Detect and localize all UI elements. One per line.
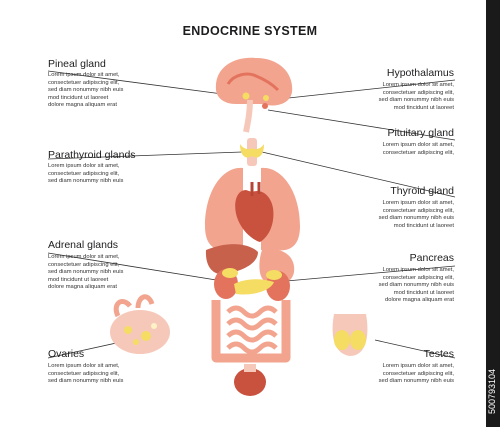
bladder <box>234 368 266 396</box>
desc-testes: Lorem ipsum dolor sit amet, consectetuer… <box>378 363 454 385</box>
desc-thyroid-gland: Lorem ipsum dolor sit amet, consectetuer… <box>378 200 454 229</box>
desc-hypothalamus: Lorem ipsum dolor sit amet, consectetuer… <box>378 82 454 111</box>
label-pituitary-gland: Pituitary gland <box>387 127 454 139</box>
desc-pineal-gland: Lorem ipsum dolor sit amet, consectetuer… <box>48 72 124 109</box>
ovary <box>110 310 170 354</box>
label-testes: Testes <box>423 348 454 360</box>
label-adrenal-glands: Adrenal glands <box>48 239 119 251</box>
testes-leader-line <box>374 339 456 359</box>
right-adrenal-gland <box>266 270 282 280</box>
left-lung <box>205 167 243 251</box>
label-thyroid-gland: Thyroid gland <box>390 185 454 197</box>
brain <box>215 57 293 106</box>
follicle <box>141 331 151 341</box>
adrenal-leader-line <box>47 252 236 284</box>
stock-id: 500793104 <box>487 368 497 414</box>
desc-adrenal-glands: Lorem ipsum dolor sit amet, consectetuer… <box>48 254 124 291</box>
brain-group <box>215 57 293 133</box>
label-pineal-gland: Pineal gland <box>48 58 106 70</box>
label-parathyroid-glands: Parathyroid glands <box>48 149 136 161</box>
pituitary-leader-line <box>267 109 456 141</box>
heart-vessels <box>250 182 261 196</box>
thyroid-leader-line <box>261 151 456 198</box>
fallopian-tube <box>113 294 155 318</box>
desc-pituitary-gland: Lorem ipsum dolor sit amet, consectetuer… <box>382 142 454 156</box>
label-hypothalamus: Hypothalamus <box>386 67 454 79</box>
thyroid-gland <box>240 144 264 158</box>
pineal-gland-mark <box>242 92 250 100</box>
parathyroid-leader-line <box>47 151 243 160</box>
label-pancreas: Pancreas <box>409 252 454 264</box>
hypothalamus-leader-line <box>269 79 456 101</box>
follicle <box>133 339 139 345</box>
right-testis <box>350 330 366 350</box>
label-ovaries: Ovaries <box>48 348 85 360</box>
brain-stem <box>243 99 253 133</box>
pineal-leader-line <box>47 70 231 96</box>
ovaries-group <box>110 294 170 354</box>
hypothalamus-mark <box>263 95 269 101</box>
small-intestine <box>226 305 278 355</box>
right-lung <box>261 167 300 251</box>
left-testis <box>334 330 350 350</box>
page-title: ENDOCRINE SYSTEM <box>182 24 318 38</box>
brain-fold <box>226 72 280 92</box>
desc-pancreas: Lorem ipsum dolor sit amet, consectetuer… <box>378 267 454 304</box>
follicle <box>124 326 132 334</box>
desc-ovaries: Lorem ipsum dolor sit amet, consectetuer… <box>48 363 124 385</box>
large-intestine <box>211 300 291 363</box>
left-adrenal-gland <box>222 268 238 278</box>
torso-organs <box>205 138 300 396</box>
stock-id-strip: 500793104 <box>486 0 500 427</box>
follicle <box>151 323 157 329</box>
pancreas <box>234 279 274 295</box>
pituitary-mark <box>262 103 268 109</box>
bladder-neck <box>244 364 256 372</box>
testes-group <box>332 314 368 356</box>
desc-parathyroid-glands: Lorem ipsum dolor sit amet, consectetuer… <box>48 163 124 185</box>
heart <box>235 190 274 242</box>
liver <box>205 244 258 275</box>
